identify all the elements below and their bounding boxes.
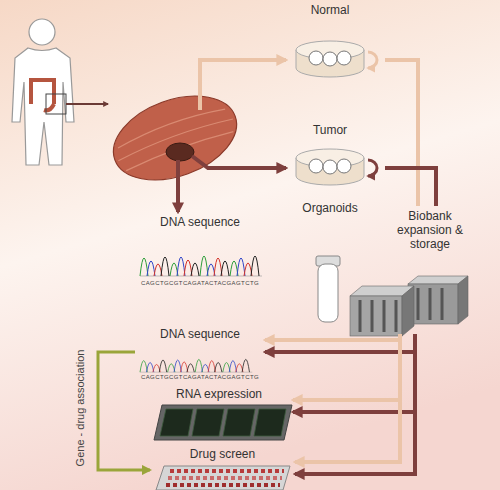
well-row	[168, 476, 282, 480]
flow-arrow	[265, 334, 400, 340]
organoids	[309, 51, 351, 66]
sequence-text: CAGCTGCGTCAGATACTACGAGTCTG	[135, 280, 265, 287]
microarray	[154, 405, 292, 440]
tumor-dish: TumorOrganoids	[290, 124, 385, 220]
array-panels	[160, 409, 286, 436]
chromatogram	[140, 256, 262, 276]
flow-arrow	[385, 168, 436, 206]
organoid	[323, 160, 337, 174]
organoid	[323, 52, 337, 66]
sequence-text: CAGCTGCGTCAGATACTACGAGTCTG	[135, 374, 265, 381]
organoid	[337, 51, 351, 65]
well-row	[166, 483, 280, 487]
rna-panel: RNA expression	[145, 388, 293, 444]
node-label: RNA expression	[145, 388, 293, 402]
drug-screen-panel: Drug screen	[150, 448, 295, 490]
rack-front	[408, 284, 458, 324]
association-arrow	[98, 352, 150, 470]
tumor-spot	[166, 143, 194, 161]
well-row	[170, 469, 284, 473]
node-label: Tumor	[290, 124, 370, 138]
rack-side	[458, 276, 468, 324]
well-plate	[156, 466, 290, 490]
rack-side	[402, 286, 414, 336]
cryo-tube	[318, 264, 338, 322]
flow-arrow	[385, 60, 418, 206]
colon	[31, 80, 54, 110]
array-panel	[254, 409, 286, 436]
edge-label: Gene - drug association	[74, 338, 86, 478]
sample-arrow	[176, 160, 180, 212]
biobank: Biobank expansion & storage	[300, 206, 475, 334]
flow-arrow	[295, 334, 400, 462]
tissue-sheet	[102, 80, 248, 195]
plate-wells	[166, 471, 284, 485]
organoid	[337, 159, 351, 173]
sample-arrow	[200, 60, 286, 110]
flow-arrow	[293, 334, 400, 400]
sequence-panel: DNA sequenceCAGCTGCGTCAGATACTACGAGTCTG	[135, 328, 265, 386]
organoids	[309, 159, 351, 174]
rack-front	[350, 296, 402, 336]
flow-arrow	[265, 334, 415, 352]
organoid	[309, 51, 323, 65]
node-label: Biobank expansion & storage	[386, 210, 474, 251]
array-panel	[223, 409, 255, 436]
expansion-loop	[368, 52, 377, 68]
flow-arrow	[293, 334, 415, 412]
rack-top	[408, 276, 468, 284]
normal-dish: Normal	[290, 4, 385, 88]
tissue	[102, 80, 248, 195]
node-label: DNA sequence	[135, 328, 265, 342]
figure-body	[12, 48, 74, 165]
rack-slots	[360, 288, 442, 332]
tissue-folds	[113, 103, 238, 172]
zoom-arrow	[66, 103, 108, 105]
node-label: Drug screen	[150, 448, 295, 462]
node-label: Organoids	[290, 202, 370, 216]
expansion-loop	[368, 160, 377, 176]
flow-arrow	[295, 334, 415, 474]
zoom-box	[46, 94, 66, 114]
node-label: DNA sequence	[140, 216, 260, 230]
array-panel	[192, 409, 224, 436]
sample-arrow	[192, 156, 286, 168]
figure-head	[29, 19, 55, 45]
array-panel	[160, 409, 193, 436]
chromatogram	[140, 359, 252, 372]
sequence-panel: DNA sequenceCAGCTGCGTCAGATACTACGAGTCTG	[130, 216, 270, 296]
organoid	[309, 159, 323, 173]
node-label: Normal	[290, 4, 370, 18]
